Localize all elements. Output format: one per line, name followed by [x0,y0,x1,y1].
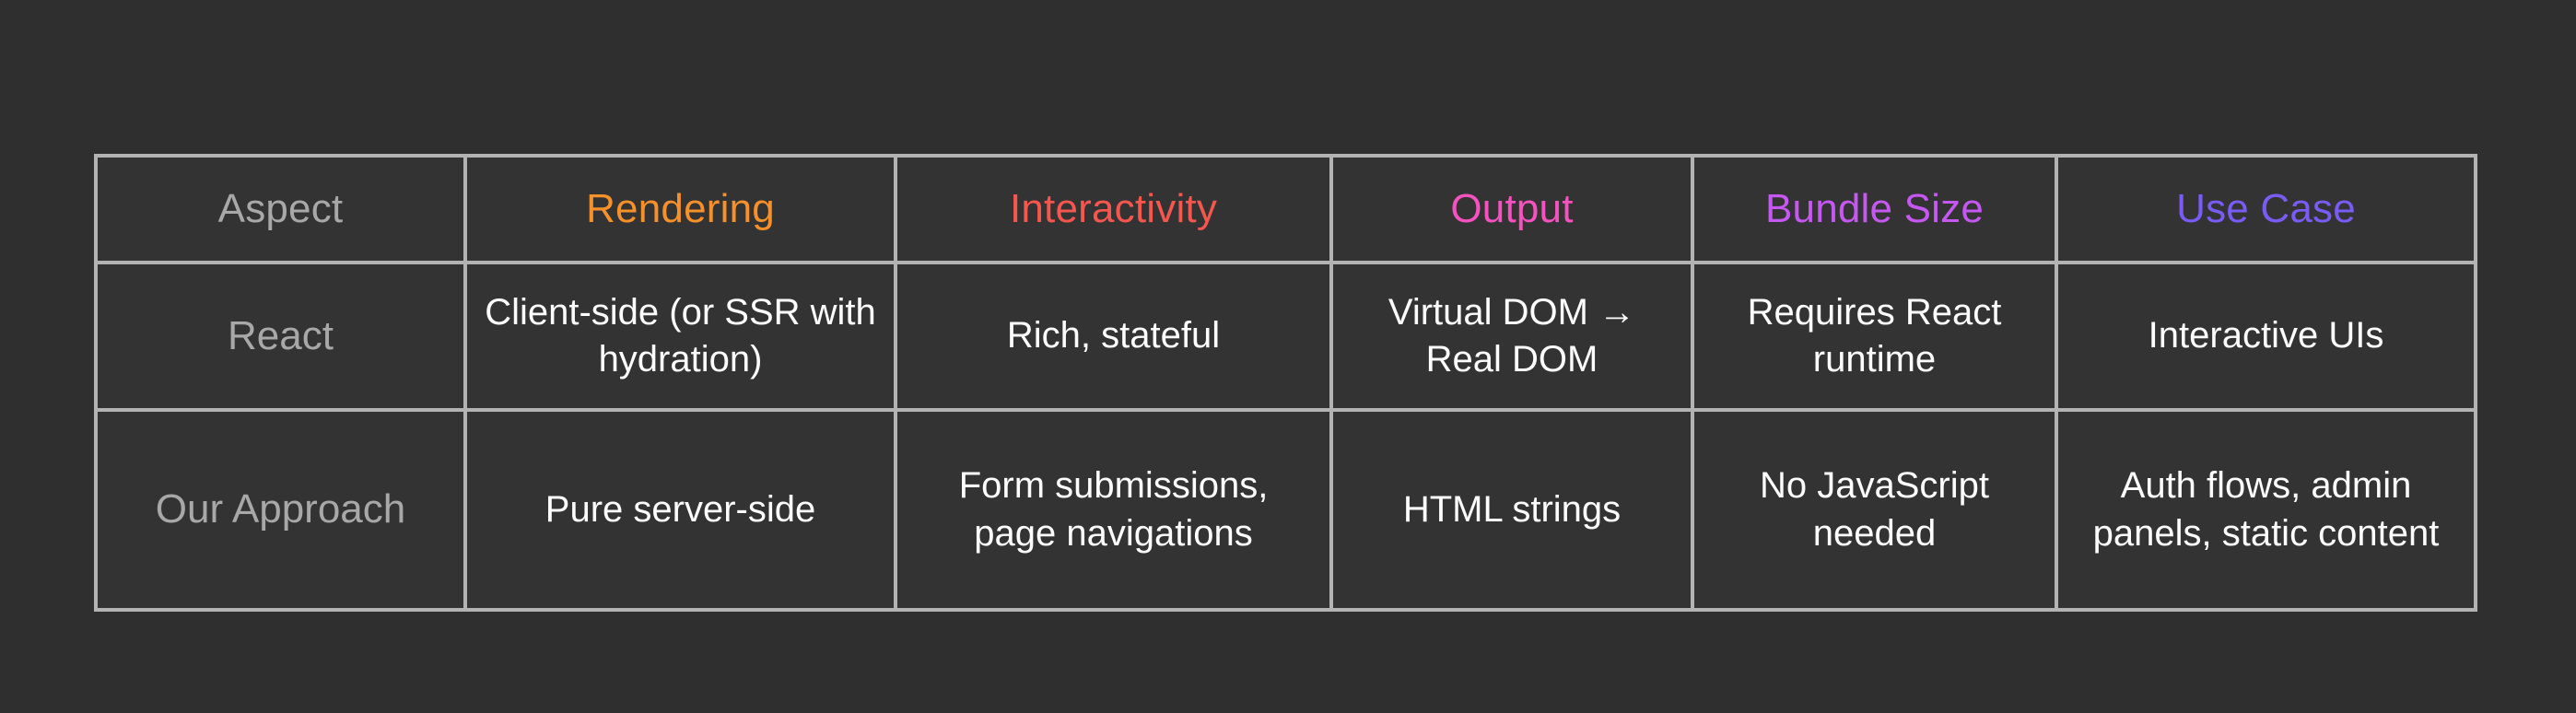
column-header-rendering: Rendering [463,154,897,264]
column-header-rendering-label: Rendering [586,185,775,231]
cell-react-use-case: Interactive UIs [2055,261,2477,412]
row-label-our-approach: Our Approach [94,408,467,612]
cell-react-bundle-size: Requires React runtime [1691,261,2058,412]
table-row: Our Approach Pure server-side Form submi… [94,408,2477,612]
cell-ours-use-case: Auth flows, admin panels, static content [2055,408,2477,612]
column-header-aspect: Aspect [94,154,467,264]
column-header-bundle-size: Bundle Size [1691,154,2058,264]
table-header: Aspect Rendering Interactivity Output Bu… [94,154,2477,264]
column-header-interactivity-label: Interactivity [1009,185,1218,231]
cell-react-rendering: Client-side (or SSR with hydration) [463,261,897,412]
column-header-use-case: Use Case [2055,154,2477,264]
comparison-table: Aspect Rendering Interactivity Output Bu… [94,154,2477,612]
cell-ours-rendering: Pure server-side [463,408,897,612]
table-body: React Client-side (or SSR with hydration… [94,261,2477,612]
column-header-output-label: Output [1450,185,1574,231]
column-header-output: Output [1329,154,1694,264]
column-header-interactivity: Interactivity [894,154,1333,264]
column-header-bundle-size-label: Bundle Size [1764,185,1985,231]
table-header-row: Aspect Rendering Interactivity Output Bu… [94,154,2477,264]
cell-ours-output: HTML strings [1329,408,1694,612]
cell-ours-interactivity: Form submissions, page navigations [894,408,1333,612]
cell-react-output: Virtual DOM → Real DOM [1329,261,1694,412]
comparison-table-container: Aspect Rendering Interactivity Output Bu… [94,154,2477,612]
cell-ours-bundle-size: No JavaScript needed [1691,408,2058,612]
row-label-react: React [94,261,467,412]
cell-react-interactivity: Rich, stateful [894,261,1333,412]
column-header-use-case-label: Use Case [2176,185,2356,231]
table-row: React Client-side (or SSR with hydration… [94,261,2477,412]
column-header-aspect-label: Aspect [217,185,344,231]
